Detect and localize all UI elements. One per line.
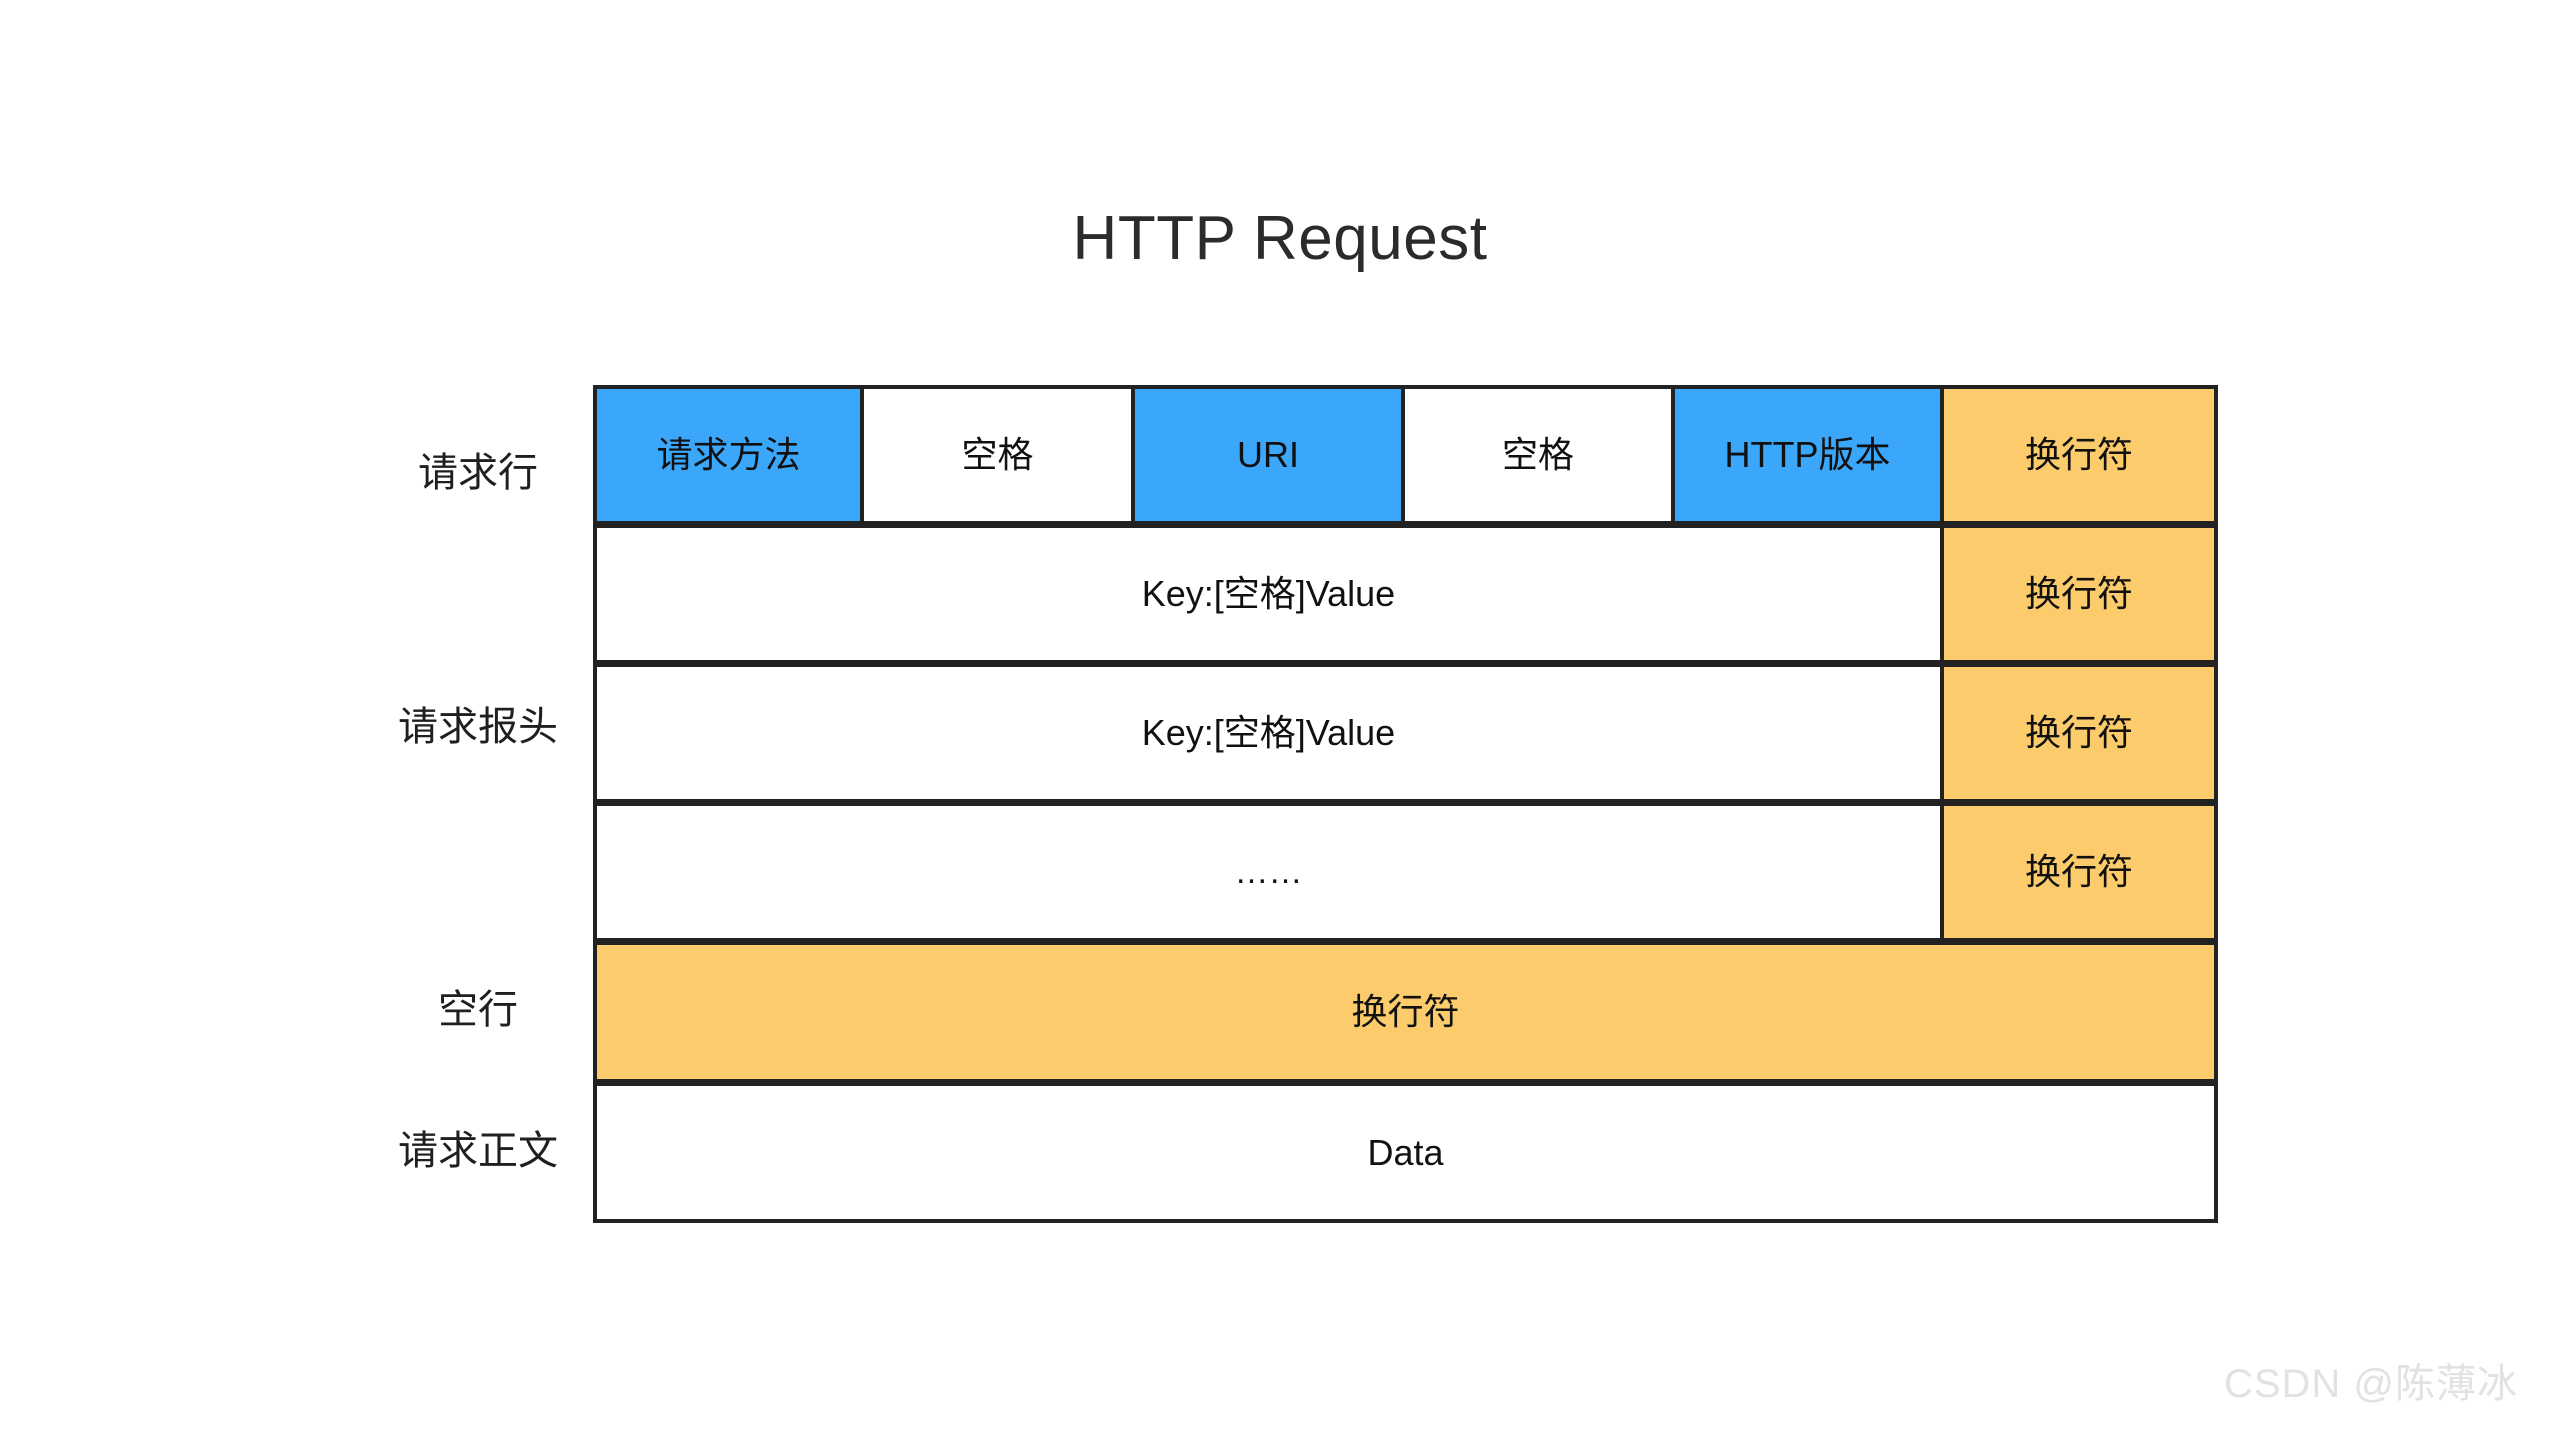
row-label-request-line: 请求行 [418, 451, 538, 495]
cell-request-method: 请求方法 [593, 385, 864, 525]
cell-http-version-label: HTTP版本 [1724, 434, 1891, 475]
cell-crlf-4: 换行符 [1940, 802, 2218, 942]
cell-space-2: 空格 [1401, 385, 1675, 525]
row-label-request-body: 请求正文 [398, 1129, 558, 1173]
cell-space-1-label: 空格 [961, 434, 1034, 475]
page-title: HTTP Request [1072, 204, 1488, 273]
cell-crlf-2-label: 换行符 [2024, 573, 2133, 614]
cell-crlf-5: 换行符 [593, 941, 2218, 1083]
row-label-blank-line: 空行 [438, 988, 518, 1032]
cell-data: Data [593, 1082, 2218, 1223]
cell-crlf-5-label: 换行符 [1351, 991, 1460, 1032]
cell-request-method-label: 请求方法 [656, 434, 801, 475]
cell-crlf-4-label: 换行符 [2024, 851, 2133, 892]
csdn-watermark: CSDN @陈薄冰 [2223, 1362, 2518, 1406]
cell-ellipsis: …… [593, 802, 1944, 942]
cell-key-value-2-label: Key:[空格]Value [1141, 712, 1396, 753]
cell-crlf-1-label: 换行符 [2024, 434, 2133, 475]
cell-key-value-2: Key:[空格]Value [593, 663, 1944, 803]
cell-space-2-label: 空格 [1501, 434, 1574, 475]
cell-crlf-3: 换行符 [1940, 663, 2218, 803]
row-label-request-headers: 请求报头 [398, 705, 558, 749]
cell-uri: URI [1131, 385, 1405, 525]
cell-key-value-1: Key:[空格]Value [593, 524, 1944, 664]
cell-http-version: HTTP版本 [1671, 385, 1944, 525]
cell-space-1: 空格 [860, 385, 1135, 525]
cell-crlf-2: 换行符 [1940, 524, 2218, 664]
cell-data-label: Data [1367, 1131, 1444, 1173]
cell-key-value-1-label: Key:[空格]Value [1141, 573, 1396, 614]
cell-uri-label: URI [1237, 434, 1299, 475]
cell-crlf-3-label: 换行符 [2024, 712, 2133, 753]
cell-crlf-1: 换行符 [1940, 385, 2218, 525]
cell-ellipsis-label: …… [1234, 853, 1303, 891]
